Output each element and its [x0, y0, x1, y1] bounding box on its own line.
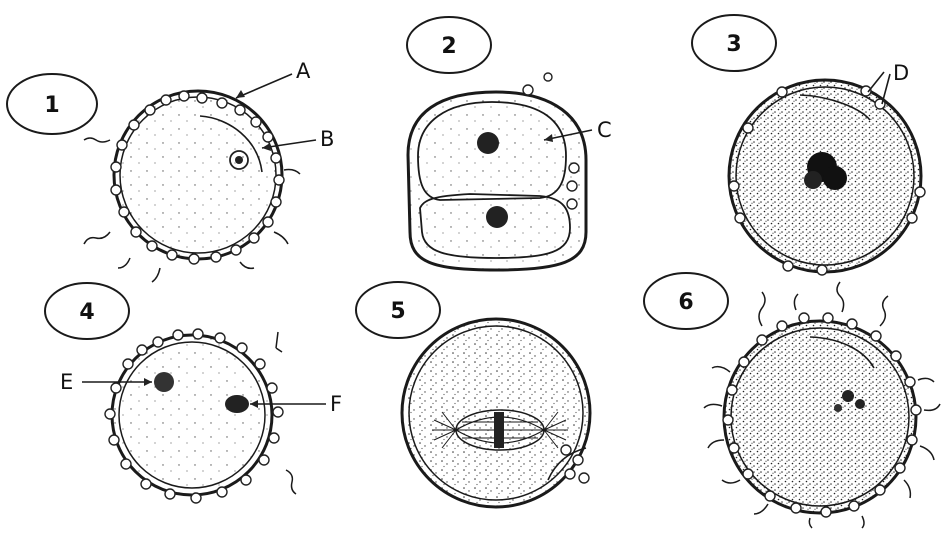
pronucleus-e: [154, 372, 174, 392]
svg-text:3: 3: [726, 32, 741, 57]
svg-text:C: C: [597, 118, 612, 142]
svg-text:1: 1: [44, 93, 59, 118]
cell-3: [729, 80, 925, 275]
panel-2-number: 2: [407, 17, 491, 73]
svg-text:D: D: [893, 61, 909, 85]
panel-4-number: 4: [45, 283, 129, 339]
panel-3-number: 3: [692, 15, 776, 71]
panel-5-number: 5: [356, 282, 440, 338]
cell-1: [84, 91, 300, 282]
cell-6: [704, 282, 940, 528]
svg-text:5: 5: [390, 299, 405, 324]
nucleus: [477, 132, 499, 154]
svg-text:A: A: [296, 59, 311, 83]
svg-text:2: 2: [441, 34, 456, 59]
svg-text:F: F: [330, 392, 342, 416]
nucleus: [486, 206, 508, 228]
svg-text:6: 6: [678, 290, 693, 315]
panel-1-number: 1: [7, 74, 97, 134]
svg-text:4: 4: [79, 300, 94, 325]
pronucleus-f: [225, 395, 249, 413]
cell-2: [408, 73, 586, 270]
cell-4: [105, 329, 296, 503]
panel-6-number: 6: [644, 273, 728, 329]
svg-text:B: B: [320, 127, 334, 151]
svg-text:E: E: [60, 370, 73, 394]
label-a: A: [236, 59, 311, 98]
cell-5: [402, 319, 590, 507]
